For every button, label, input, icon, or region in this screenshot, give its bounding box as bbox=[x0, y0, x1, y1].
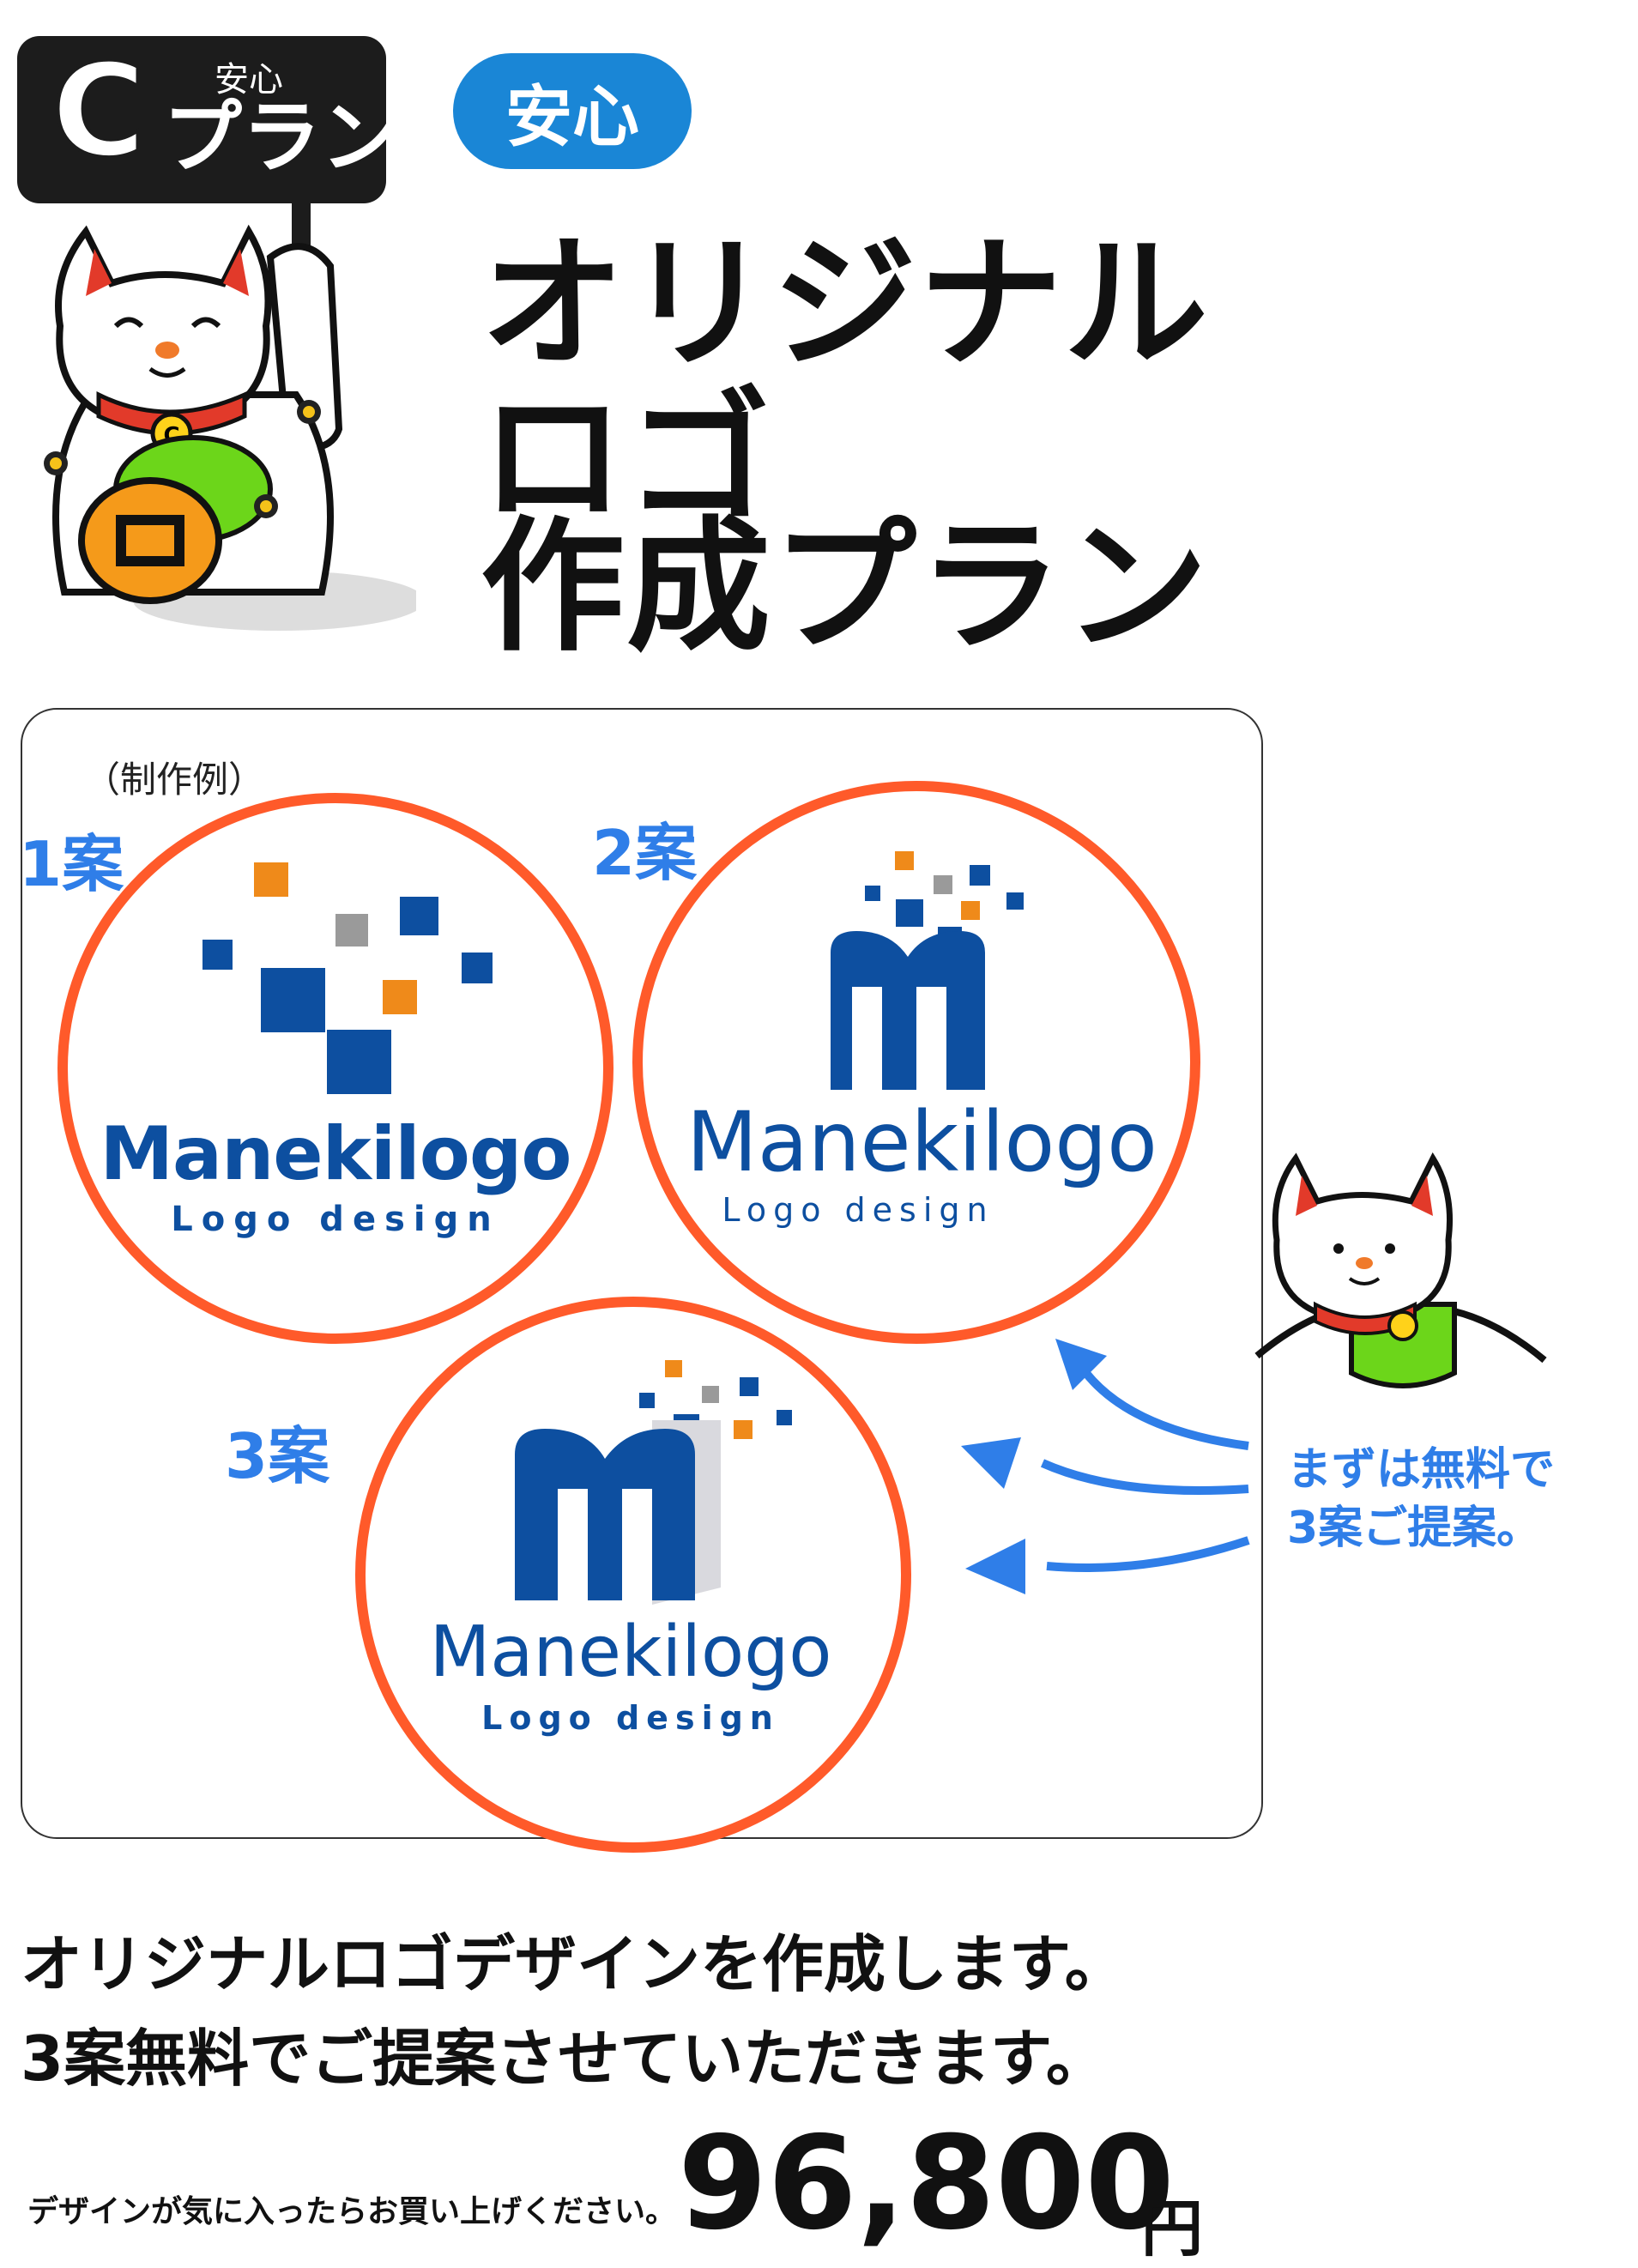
title-line-1: オリジナル bbox=[481, 220, 1210, 388]
case-3-brand: Manekilogo bbox=[429, 1612, 832, 1693]
plan-word: プラン bbox=[163, 92, 401, 184]
price-currency: 円 bbox=[1141, 2192, 1204, 2265]
note-line-1: まずは無料で bbox=[1287, 1444, 1556, 1496]
free-proposal-note: まずは無料で 3案ご提案。 bbox=[1287, 1442, 1555, 1557]
description-line-2: 3案無料でご提案させていただきます。 bbox=[21, 2023, 1108, 2095]
arrows bbox=[961, 1339, 1250, 1594]
case-1-logo-circle bbox=[57, 793, 613, 1344]
purchase-note: デザインが気に入ったらお買い上げください。 bbox=[27, 2194, 677, 2229]
anshin-pill: 安心 bbox=[453, 53, 692, 169]
title-line-3: 作成プラン bbox=[481, 503, 1210, 671]
case-2-brand: Manekilogo bbox=[686, 1094, 1157, 1190]
case-1-brand: Manekilogo bbox=[100, 1111, 571, 1197]
price: 96,800 bbox=[678, 2109, 1175, 2259]
maneki-neko-small-mascot-illustration bbox=[1254, 1152, 1547, 1388]
case-2-label: 2案 bbox=[592, 817, 698, 889]
case-1-tagline: Logo design bbox=[171, 1200, 500, 1239]
plan-sub-label: 安心 bbox=[215, 60, 283, 100]
title-line-2: ロゴ bbox=[481, 374, 772, 542]
case-3-label: 3案 bbox=[225, 1420, 330, 1492]
note-line-2: 3案ご提案。 bbox=[1287, 1502, 1542, 1554]
case-3-tagline: Logo design bbox=[481, 1699, 780, 1737]
case-1-label: 1案 bbox=[19, 828, 124, 900]
case-2-tagline: Logo design bbox=[722, 1191, 994, 1229]
case-2-logo-circle bbox=[632, 781, 1200, 1344]
maneki-neko-mascot-illustration: C bbox=[44, 224, 416, 631]
description-line-1: オリジナルロゴデザインを作成します。 bbox=[21, 1928, 1127, 2000]
plan-badge bbox=[17, 36, 386, 203]
examples-label: （制作例） bbox=[84, 759, 265, 801]
case-3-logo-circle bbox=[355, 1297, 911, 1853]
plan-letter: C bbox=[50, 37, 148, 186]
